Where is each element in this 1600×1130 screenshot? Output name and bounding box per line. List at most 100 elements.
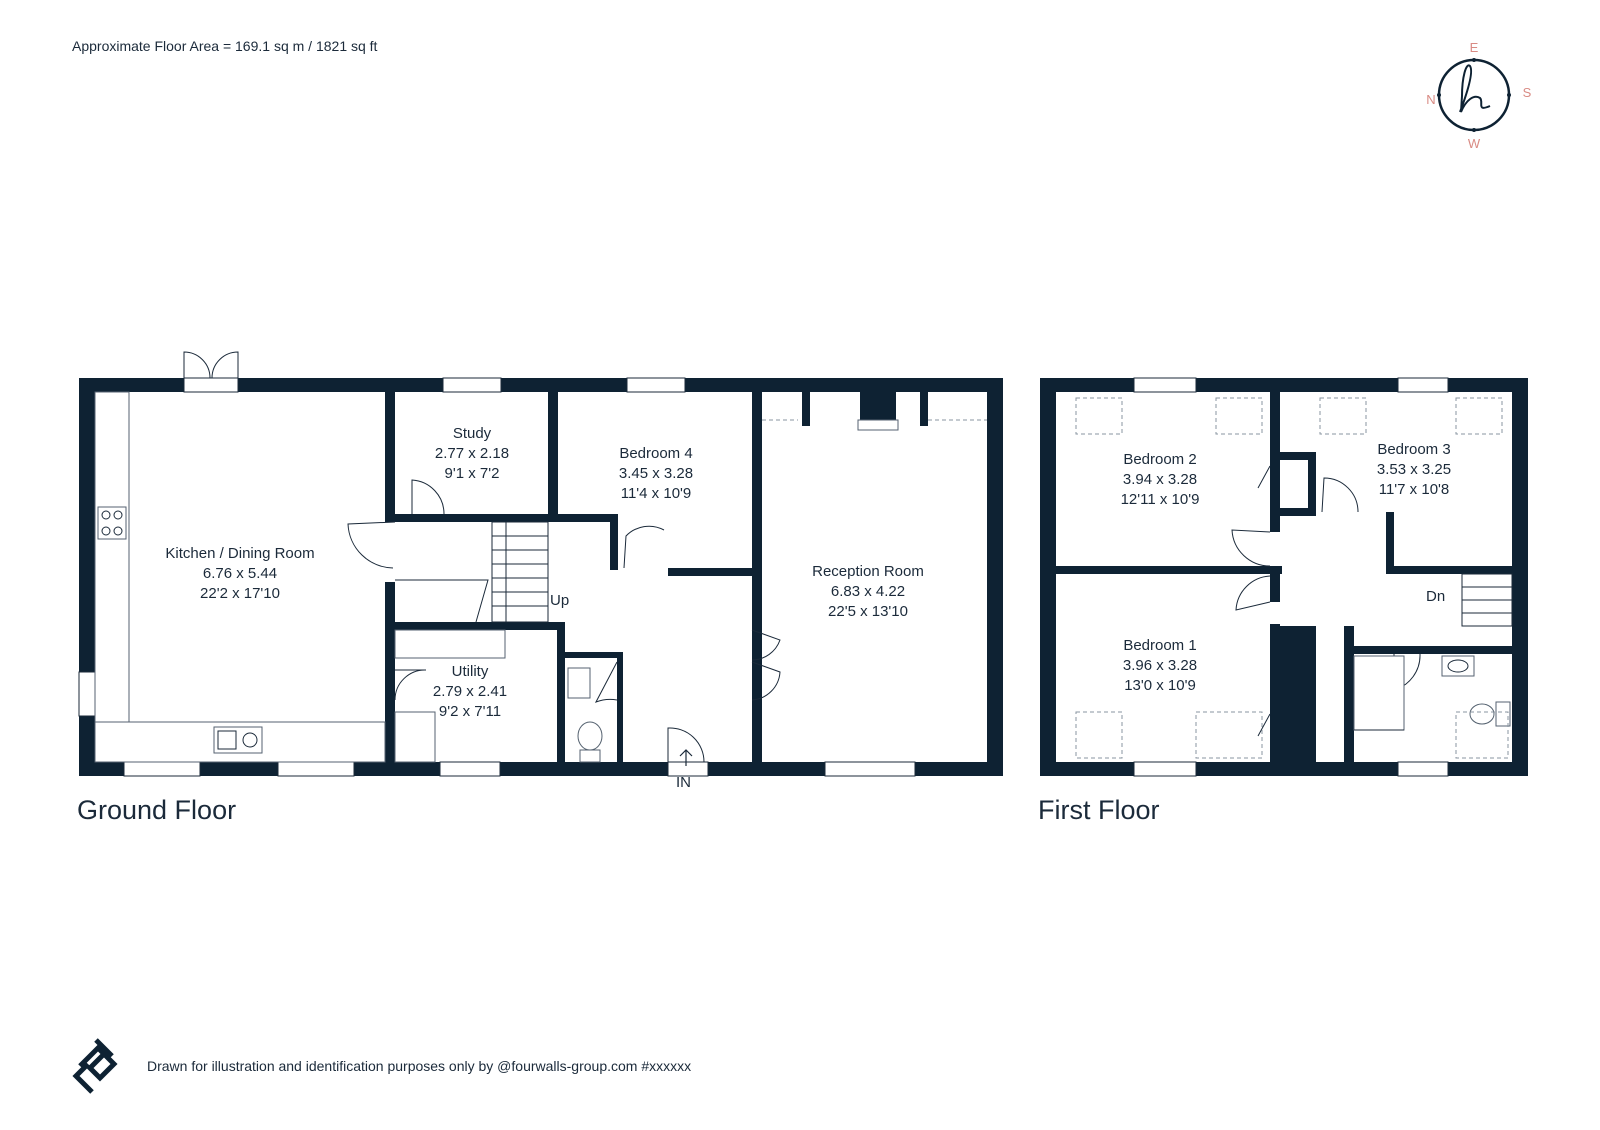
shower-tray-icon <box>1353 655 1405 731</box>
window-bedroom3 <box>1397 377 1449 393</box>
svg-text:Kitchen / Dining Room: Kitchen / Dining Room <box>165 545 314 562</box>
velux-bedroom2-right <box>1215 397 1263 435</box>
svg-text:3.45 x 3.28: 3.45 x 3.28 <box>619 465 693 482</box>
utility-appliance <box>394 711 436 763</box>
bath-basin-icon <box>1441 655 1475 677</box>
svg-text:6.76 x 5.44: 6.76 x 5.44 <box>203 565 277 582</box>
wall-hall-step <box>610 514 618 570</box>
room-bedroom-2: Bedroom 2 3.94 x 3.28 12'11 x 10'9 <box>1121 451 1200 508</box>
footer-disclaimer: Drawn for illustration and identificatio… <box>147 1058 692 1074</box>
svg-text:Bedroom 2: Bedroom 2 <box>1123 451 1196 468</box>
ground-stairs <box>491 521 549 623</box>
door-bedroom1 <box>1235 575 1271 611</box>
svg-text:Bedroom 1: Bedroom 1 <box>1123 637 1196 654</box>
compass-south-label: S <box>1523 85 1532 100</box>
wall-bed1-right <box>1270 624 1280 762</box>
svg-text:Bedroom 3: Bedroom 3 <box>1377 441 1450 458</box>
room-study: Study 2.77 x 2.18 9'1 x 7'2 <box>435 425 509 482</box>
svg-text:6.83 x 4.22: 6.83 x 4.22 <box>831 583 905 600</box>
svg-text:11'7 x 10'8: 11'7 x 10'8 <box>1379 481 1450 498</box>
svg-text:2.79 x 2.41: 2.79 x 2.41 <box>433 683 507 700</box>
door-reception-double <box>751 629 781 701</box>
fireplace-hearth <box>857 419 899 431</box>
svg-text:Study: Study <box>453 425 492 442</box>
window-bedroom1 <box>1133 761 1197 777</box>
utility-worktop <box>394 629 506 659</box>
wall-bed2-right <box>1270 392 1280 532</box>
under-stairs-cupboard <box>395 579 489 623</box>
wc-toilet-icon <box>577 721 603 763</box>
wall-reception <box>752 392 762 762</box>
svg-text:3.53 x 3.25: 3.53 x 3.25 <box>1377 461 1451 478</box>
wall-bedroom4-bottom <box>668 568 752 576</box>
compass-north-label: N <box>1426 92 1435 107</box>
svg-text:3.94 x 3.28: 3.94 x 3.28 <box>1123 471 1197 488</box>
front-door-opening <box>667 761 709 777</box>
front-door-swing <box>667 727 705 763</box>
svg-text:11'4 x 10'9: 11'4 x 10'9 <box>621 485 692 502</box>
entrance-arrow-icon <box>679 749 693 766</box>
french-door-opening <box>183 377 239 393</box>
wall-wc-right <box>617 652 623 762</box>
svg-text:22'5 x 13'10: 22'5 x 13'10 <box>828 603 908 620</box>
wall-bed3-bottom <box>1386 566 1512 574</box>
door-wc <box>594 661 618 703</box>
wall-cupboard-top <box>1280 452 1316 460</box>
door-study <box>411 479 445 515</box>
window-study <box>442 377 502 393</box>
french-door-right <box>211 351 239 379</box>
room-bedroom-1: Bedroom 1 3.96 x 3.28 13'0 x 10'9 <box>1123 637 1197 694</box>
wall-study-bedroom4 <box>548 392 558 514</box>
first-wall-left <box>1040 378 1056 776</box>
wc-basin-icon <box>567 667 591 699</box>
svg-text:22'2 x 17'10: 22'2 x 17'10 <box>200 585 280 602</box>
window-utility <box>439 761 501 777</box>
hob-icon <box>97 506 127 540</box>
window-kitchen-1 <box>123 761 201 777</box>
door-bedroom4 <box>623 525 665 569</box>
room-bedroom-4: Bedroom 4 3.45 x 3.28 11'4 x 10'9 <box>619 445 693 502</box>
velux-bedroom3-left <box>1319 397 1367 435</box>
room-reception: Reception Room 6.83 x 4.22 22'5 x 13'10 <box>812 563 924 620</box>
wall-bed2-bed1 <box>1056 566 1282 574</box>
kitchen-worktop-left <box>94 391 130 723</box>
svg-text:Reception Room: Reception Room <box>812 563 924 580</box>
svg-text:13'0 x 10'9: 13'0 x 10'9 <box>1124 677 1196 694</box>
window-bedroom4 <box>626 377 686 393</box>
wall-kitchen-utility <box>385 582 395 762</box>
sink-icon <box>213 726 263 754</box>
window-reception <box>824 761 916 777</box>
svg-text:Bedroom 4: Bedroom 4 <box>619 445 692 462</box>
window-bathroom <box>1397 761 1449 777</box>
svg-text:Utility: Utility <box>452 663 489 680</box>
first-wall-top <box>1040 378 1528 392</box>
room-kitchen-dining: Kitchen / Dining Room 6.76 x 5.44 22'2 x… <box>165 545 314 602</box>
svg-text:9'1 x 7'2: 9'1 x 7'2 <box>445 465 500 482</box>
velux-bedroom2-left <box>1075 397 1123 435</box>
ground-wall-right <box>987 378 1003 776</box>
door-bedroom2 <box>1231 529 1271 567</box>
stairs-up-label: Up <box>550 592 569 609</box>
compass-logo-mark <box>1459 64 1491 113</box>
french-door-left <box>183 351 211 379</box>
window-kitchen-2 <box>277 761 355 777</box>
cupboard-doors <box>1257 465 1271 737</box>
wall-cupboard-right <box>1308 452 1316 514</box>
wall-utility-right <box>557 622 565 762</box>
door-utility <box>394 669 427 701</box>
fourwalls-logo <box>72 1038 118 1094</box>
window-bedroom2 <box>1133 377 1197 393</box>
wall-wc-top <box>565 652 623 658</box>
wall-bed3-left <box>1386 512 1394 574</box>
wall-bathroom-left <box>1344 626 1354 762</box>
first-floor-title: First Floor <box>1038 795 1160 825</box>
compass-west-label: W <box>1468 136 1481 151</box>
ground-floor-plan: Kitchen / Dining Room 6.76 x 5.44 22'2 x… <box>77 351 1003 825</box>
compass-east-label: E <box>1470 40 1479 55</box>
first-wall-right <box>1512 378 1528 776</box>
wall-bathroom-top <box>1354 646 1512 654</box>
ground-floor-title: Ground Floor <box>77 795 236 825</box>
first-stairs <box>1461 573 1513 627</box>
floor-area-caption: Approximate Floor Area = 169.1 sq m / 18… <box>72 38 378 54</box>
